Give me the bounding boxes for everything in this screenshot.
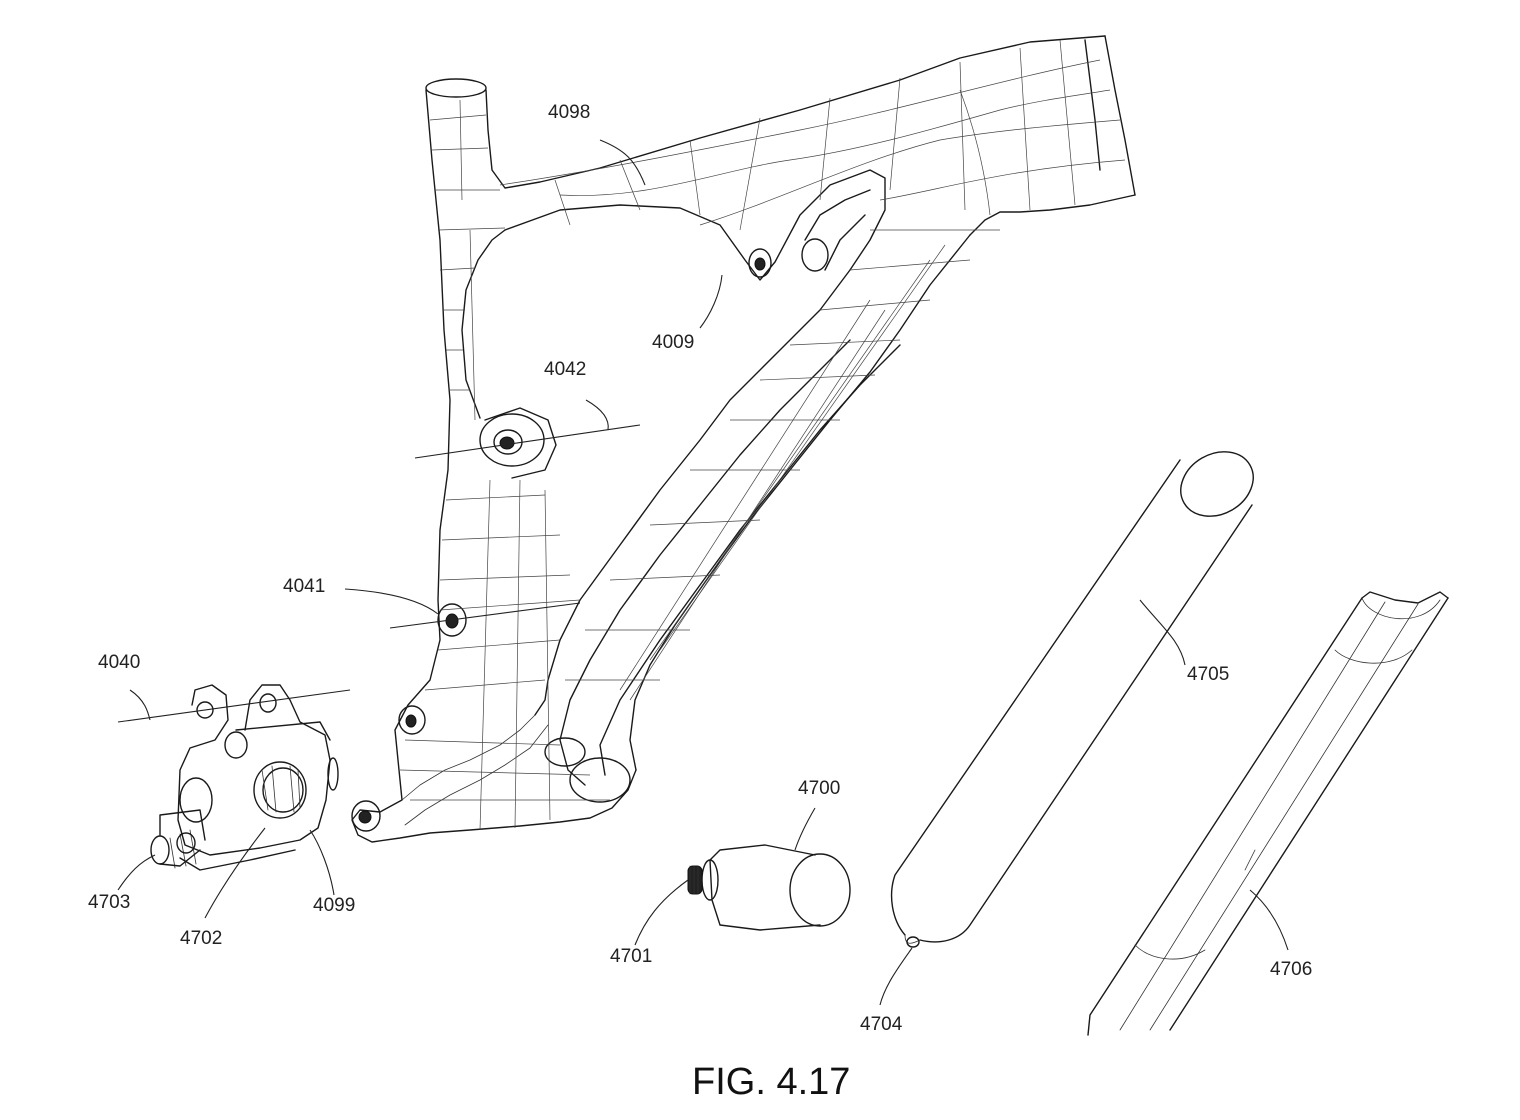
label-4099: 4099: [313, 895, 355, 916]
label-4702: 4702: [180, 928, 222, 949]
label-4703: 4703: [88, 892, 130, 913]
label-4009: 4009: [652, 332, 694, 353]
label-4704: 4704: [860, 1014, 903, 1035]
label-4701: 4701: [610, 946, 652, 967]
figure-caption: FIG. 4.17: [692, 1061, 850, 1103]
tube-cover: [1087, 591, 1449, 1036]
leader-lines: [117, 139, 1289, 1006]
label-4705: 4705: [1187, 664, 1229, 685]
label-4706: 4706: [1270, 959, 1312, 980]
bicycle-frame: [351, 35, 1136, 843]
battery-tube: [890, 451, 1254, 948]
reference-numerals: 4098 4009 4042 4041 4040 4703 4702 4099 …: [88, 102, 1312, 1035]
label-4098: 4098: [548, 102, 590, 123]
label-4700: 4700: [798, 778, 840, 799]
battery-cartridge: [687, 844, 851, 931]
label-4042: 4042: [544, 359, 586, 380]
label-4041: 4041: [283, 576, 325, 597]
label-4040: 4040: [98, 652, 140, 673]
frame-mesh: [399, 39, 1126, 831]
rocker-link-assembly: [150, 684, 339, 871]
